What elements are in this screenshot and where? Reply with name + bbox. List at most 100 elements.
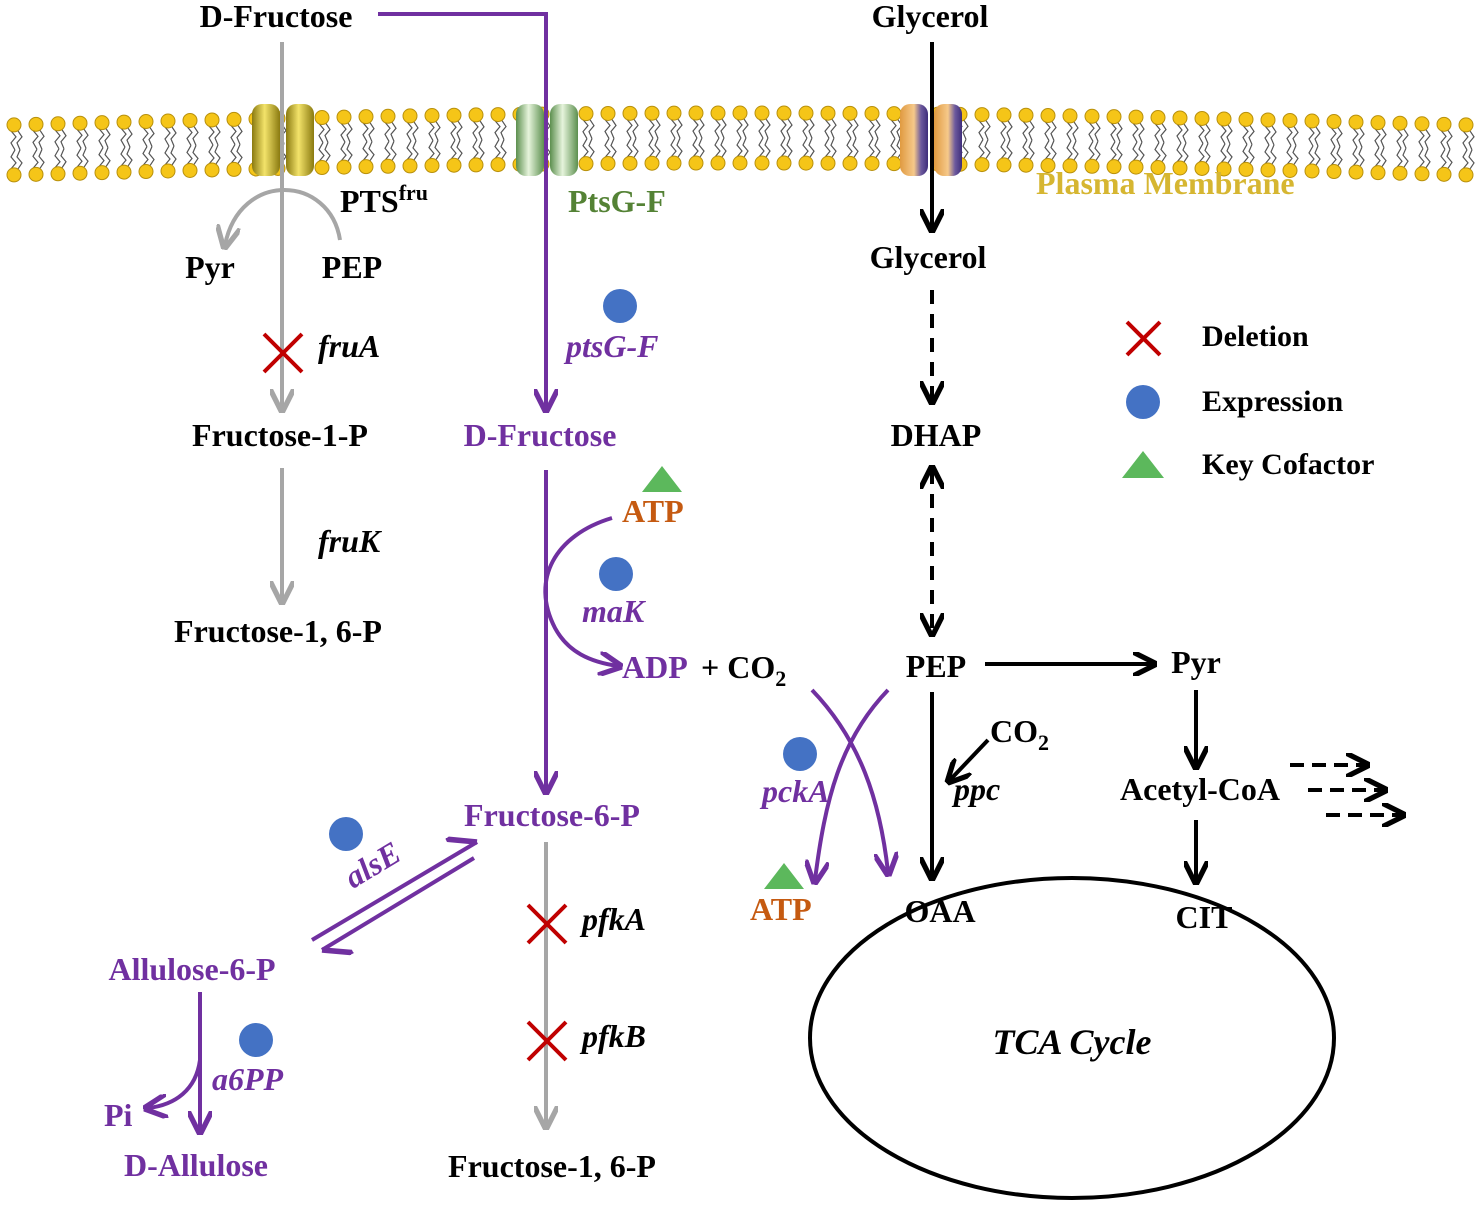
- lipid-tail: [1220, 124, 1233, 145]
- lipid-head: [1062, 108, 1078, 124]
- lipid-head: [996, 107, 1012, 123]
- label-tca-cycle: TCA Cycle: [993, 1022, 1152, 1062]
- lipid-head: [1392, 115, 1408, 131]
- lipid-head: [666, 105, 682, 121]
- lipid-tail: [736, 118, 749, 139]
- lipid-head: [182, 162, 198, 178]
- lipid-head: [1018, 107, 1034, 123]
- lipid-head: [1458, 167, 1474, 183]
- lipid-head: [1348, 114, 1364, 130]
- lipid-head: [94, 115, 110, 131]
- lipid-head: [50, 116, 66, 132]
- lipid-tail: [340, 122, 353, 143]
- lipid-tail: [142, 146, 155, 166]
- lipid-head: [710, 105, 726, 121]
- label-fructose-16-p-bottom: Fructose-1, 6-P: [448, 1148, 656, 1184]
- lipid-head: [1370, 115, 1386, 131]
- lipid-head: [1414, 116, 1430, 132]
- label-dhap: DHAP: [891, 417, 982, 453]
- lipid-tail: [164, 126, 177, 147]
- lipid-head: [336, 109, 352, 125]
- lipid-head: [1084, 108, 1100, 124]
- lipid-head: [28, 116, 44, 132]
- lipid-tail: [824, 118, 837, 139]
- expression-mark-pckA: [783, 737, 817, 771]
- lipid-tail: [1044, 121, 1057, 141]
- lipid-head: [6, 167, 22, 183]
- expression-mark-ptsg-f: [603, 289, 637, 323]
- ptsg-f-transporter: [516, 104, 578, 176]
- lipid-tail: [626, 138, 639, 158]
- label-gene-fruA: fruA: [318, 328, 380, 364]
- lipid-head: [820, 155, 836, 171]
- arrow-f6p-to-allulose6p: [320, 856, 476, 950]
- lipid-head: [1392, 165, 1408, 181]
- lipid-head: [1238, 161, 1254, 177]
- lipid-tail: [98, 128, 111, 148]
- lipid-head: [1260, 112, 1276, 128]
- lipid-tail: [384, 121, 397, 142]
- lipid-head: [424, 158, 440, 174]
- lipid-head: [842, 155, 858, 171]
- lipid-head: [1436, 166, 1452, 182]
- lipid-tail: [1308, 145, 1321, 166]
- lipid-head: [1370, 165, 1386, 181]
- lipid-head: [732, 105, 748, 121]
- legend-cofactor-icon: [1122, 451, 1164, 478]
- lipid-head: [182, 112, 198, 128]
- lipid-tail: [1418, 148, 1431, 169]
- label-pts-fru: PTSfru: [340, 180, 428, 219]
- lipid-tail: [736, 137, 749, 158]
- lipid-tail: [868, 138, 881, 158]
- label-fructose-16-p-left: Fructose-1, 6-P: [174, 613, 382, 649]
- legend-key-cofactor-label: Key Cofactor: [1202, 448, 1374, 481]
- lipid-tail: [692, 137, 705, 158]
- lipid-tail: [1198, 143, 1211, 163]
- lipid-head: [160, 113, 176, 129]
- lipid-tail: [76, 128, 89, 149]
- lipid-tail: [10, 130, 23, 151]
- lipid-tail: [868, 119, 881, 139]
- label-pyr-right: Pyr: [1171, 644, 1221, 680]
- lipid-head: [864, 105, 880, 121]
- lipid-tail: [32, 149, 45, 169]
- lipid-tail: [472, 139, 485, 160]
- label-glycerol-extracellular: Glycerol: [872, 0, 989, 34]
- lipid-tail: [362, 122, 375, 142]
- label-gene-ppc: ppc: [951, 771, 1000, 807]
- lipid-head: [380, 108, 396, 124]
- lipid-tail: [780, 137, 793, 158]
- expression-mark-a6pp: [239, 1023, 273, 1057]
- lipid-tail: [120, 127, 133, 148]
- lipid-tail: [824, 137, 837, 158]
- lipid-head: [490, 157, 506, 173]
- lipid-tail: [1066, 121, 1079, 142]
- lipid-tail: [846, 118, 859, 139]
- lipid-tail: [164, 145, 177, 166]
- lipid-tail: [714, 118, 727, 139]
- lipid-tail: [1286, 145, 1299, 165]
- lipid-tail: [1396, 147, 1409, 168]
- lipid-head: [116, 114, 132, 130]
- lipid-head: [204, 112, 220, 128]
- lipid-head: [974, 157, 990, 173]
- lipid-tail: [802, 137, 815, 158]
- label-ptsg-f-transporter: PtsG-F: [568, 183, 666, 219]
- lipid-tail: [1352, 127, 1365, 148]
- lipid-head: [94, 165, 110, 181]
- lipid-head: [644, 105, 660, 121]
- lipid-tail: [1330, 127, 1343, 147]
- lipid-tail: [1088, 140, 1101, 161]
- lipid-head: [1106, 109, 1122, 125]
- lipid-head: [600, 105, 616, 121]
- lipid-head: [710, 155, 726, 171]
- lipid-head: [798, 105, 814, 121]
- lipid-tail: [1462, 149, 1475, 170]
- label-atp-top: ATP: [622, 493, 684, 529]
- lipid-tail: [1396, 128, 1409, 149]
- lipid-head: [1326, 114, 1342, 130]
- lipid-head: [1304, 163, 1320, 179]
- lipid-head: [6, 117, 22, 133]
- lipid-tail: [120, 146, 133, 167]
- label-fructose-6-p: Fructose-6-P: [464, 797, 640, 833]
